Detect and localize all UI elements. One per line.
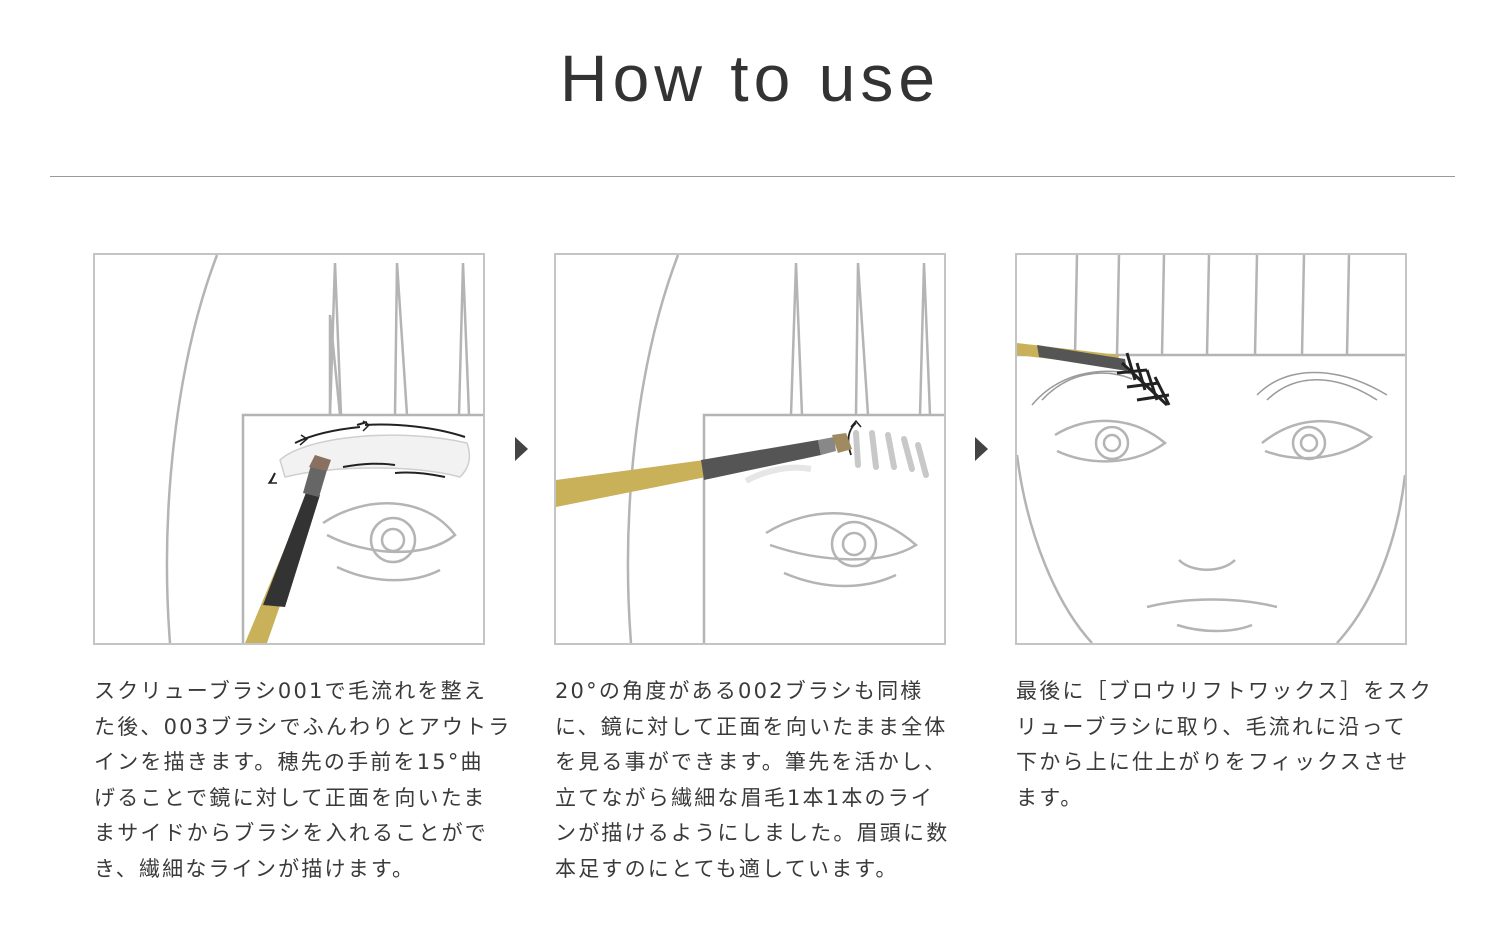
desc-line: インを描きます。穂先の手前を15°曲 <box>94 750 484 774</box>
title-divider <box>50 176 1455 177</box>
step-2-description: 20°の角度がある002ブラシも同様 に、鏡に対して正面を向いたまま全体 を見る… <box>555 674 955 887</box>
desc-line: 20°の角度がある002ブラシも同様 <box>555 679 924 703</box>
next-step-arrow-icon <box>515 437 528 461</box>
desc-line: スクリューブラシ001で毛流れを整え <box>94 679 488 703</box>
desc-line: ンが描けるようにしました。眉頭に数 <box>555 821 950 845</box>
desc-line: げることで鏡に対して正面を向いたま <box>94 785 487 810</box>
step-1-description: スクリューブラシ001で毛流れを整え た後、003ブラシでふんわりとアウトラ イ… <box>94 674 512 887</box>
next-step-arrow-icon <box>975 437 988 461</box>
desc-line: を見る事ができます。筆先を活かし、 <box>555 750 948 774</box>
step-3-illustration <box>1015 253 1407 645</box>
desc-line: た後、003ブラシでふんわりとアウトラ <box>94 714 512 739</box>
desc-line: 下から上に仕上がりをフィックスさせ <box>1016 750 1410 774</box>
desc-line: 立てながら繊細な眉毛1本1本のライ <box>555 785 935 810</box>
desc-line: 最後に［ブロウリフトワックス］をスク <box>1016 679 1433 703</box>
desc-line: き、繊細なラインが描けます。 <box>94 856 416 881</box>
desc-line: まサイドからブラシを入れることがで <box>94 821 488 845</box>
desc-line: ます。 <box>1016 785 1084 810</box>
step-1-illustration <box>93 253 485 645</box>
step-2-illustration <box>554 253 946 645</box>
page-title: How to use <box>559 41 941 115</box>
desc-line: 本足すのにとても適しています。 <box>555 856 899 881</box>
desc-line: に、鏡に対して正面を向いたまま全体 <box>555 714 948 739</box>
step-3-description: 最後に［ブロウリフトワックス］をスク リューブラシに取り、毛流れに沿って 下から… <box>1016 674 1433 816</box>
desc-line: リューブラシに取り、毛流れに沿って <box>1016 714 1407 739</box>
